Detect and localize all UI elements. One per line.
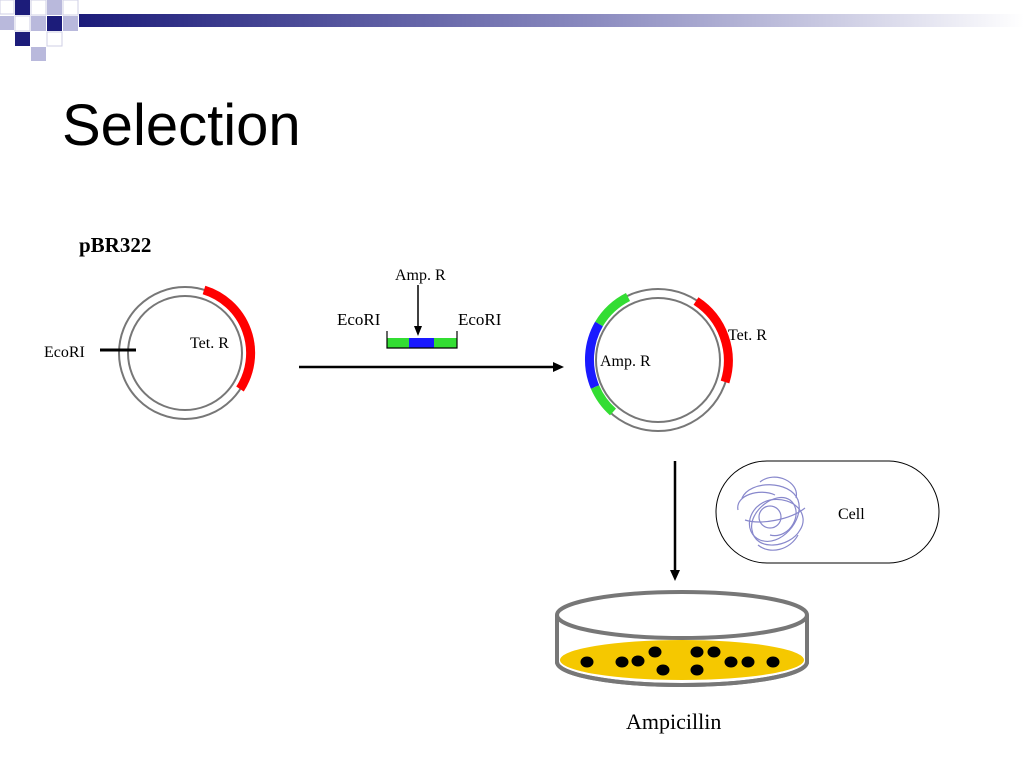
petri-dish: Ampicillin bbox=[555, 590, 809, 734]
amp-r-insert-label: Amp. R bbox=[395, 267, 446, 284]
slide-title: Selection bbox=[62, 93, 301, 158]
recombinant-plasmid: Tet. R Amp. R bbox=[585, 288, 767, 432]
insert-flank-left bbox=[387, 338, 409, 348]
recombinant-tet-r-segment bbox=[693, 297, 733, 384]
cell-outline bbox=[715, 460, 940, 564]
recombinant-flank-top bbox=[595, 292, 631, 327]
recombinant-amp-r-label: Amp. R bbox=[600, 353, 651, 370]
dish-base-rim bbox=[555, 661, 809, 687]
recombinant-inner-ring bbox=[595, 297, 721, 423]
header-decoration bbox=[0, 0, 1024, 61]
recombinant-amp-r-segment bbox=[585, 321, 603, 389]
insert-pointer-arrowhead bbox=[414, 326, 422, 336]
plasmid-name-label: pBR322 bbox=[79, 233, 151, 257]
recombinant-flank-bottom bbox=[590, 385, 617, 416]
agar-medium bbox=[560, 640, 804, 680]
chromosome-coil bbox=[737, 476, 806, 551]
dish-label: Ampicillin bbox=[626, 709, 721, 734]
plasmid-pbr322: pBR322 EcoRI Tet. R bbox=[44, 233, 256, 420]
ecori-label: EcoRI bbox=[44, 344, 85, 361]
bacterial-colonies bbox=[580, 646, 780, 676]
tet-r-gene-segment bbox=[202, 285, 256, 392]
insert-amp-gene bbox=[409, 338, 434, 348]
transformation-arrow bbox=[670, 461, 680, 581]
cell-label: Cell bbox=[838, 506, 865, 523]
recombinant-tet-r-label: Tet. R bbox=[728, 327, 767, 344]
amp-r-insert: Amp. R EcoRI EcoRI bbox=[337, 267, 502, 349]
ecori-insert-left-label: EcoRI bbox=[337, 310, 381, 329]
tet-r-label: Tet. R bbox=[190, 335, 229, 352]
bacterial-cell: Cell bbox=[715, 460, 940, 564]
ligation-arrow bbox=[299, 362, 564, 372]
dish-top-rim bbox=[555, 590, 809, 640]
insert-flank-right bbox=[434, 338, 457, 348]
ecori-insert-right-label: EcoRI bbox=[458, 310, 502, 329]
insert-bracket bbox=[386, 331, 458, 349]
plasmid-inner-ring bbox=[127, 295, 243, 411]
